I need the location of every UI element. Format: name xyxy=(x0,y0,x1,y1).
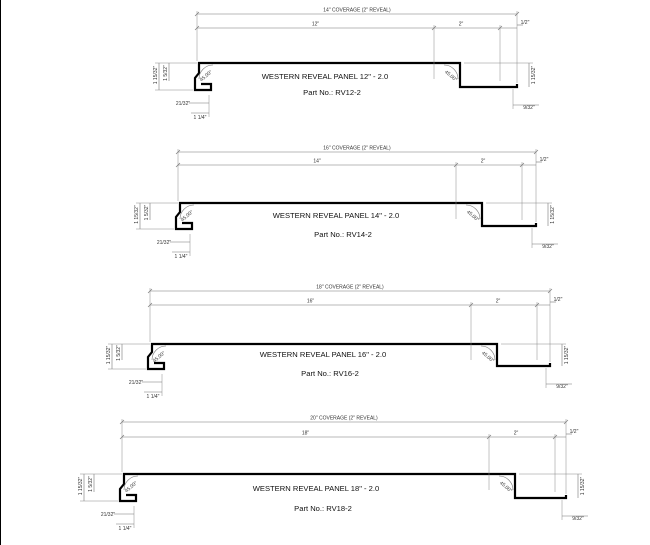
panel-title: WESTERN REVEAL PANEL 18" - 2.0 xyxy=(253,484,380,493)
width-label: 18" xyxy=(302,431,310,437)
part-number: Part No.: RV18-2 xyxy=(294,504,352,513)
angle-arc xyxy=(480,345,496,361)
height-outer-label-left: 1 15/32" xyxy=(106,346,112,365)
height-outer-label-right: 1 15/32" xyxy=(580,477,586,496)
bottom-hook-label: 1 1/4" xyxy=(147,394,160,400)
part-number: Part No.: RV14-2 xyxy=(314,230,372,239)
angle-arc xyxy=(498,475,514,491)
bottom-hook-label: 1 1/4" xyxy=(119,526,132,532)
height-inner-label-left: 1 5/32" xyxy=(144,204,150,220)
reveal-label: 2" xyxy=(496,299,501,305)
sheet-border xyxy=(0,0,1,545)
bottom-left-label: 21/32" xyxy=(129,380,144,386)
bottom-right-label: 9/32" xyxy=(523,105,535,111)
width-label: 14" xyxy=(313,159,321,165)
dimension-tick xyxy=(147,302,153,308)
coverage-label: 20" COVERAGE (2" REVEAL) xyxy=(310,416,378,422)
bottom-left-label: 21/32" xyxy=(176,101,191,107)
height-inner-label-left: 1 5/32" xyxy=(88,476,94,492)
panel-title: WESTERN REVEAL PANEL 16" - 2.0 xyxy=(260,350,387,359)
reveal-label: 2" xyxy=(459,22,464,28)
panel-drawing-2: 16" COVERAGE (2" REVEAL) 14" 2" 1/2" 1 15/32… xyxy=(134,146,558,260)
coverage-label: 18" COVERAGE (2" REVEAL) xyxy=(316,285,384,291)
panel-drawing-4: 20" COVERAGE (2" REVEAL) 18" 2" 1/2" 1 15/32… xyxy=(78,416,588,532)
panel-title: WESTERN REVEAL PANEL 14" - 2.0 xyxy=(273,211,400,220)
angle-arc xyxy=(198,64,214,80)
part-number: Part No.: RV12-2 xyxy=(303,88,361,97)
coverage-label: 16" COVERAGE (2" REVEAL) xyxy=(323,146,391,152)
reveal-label: 2" xyxy=(481,159,486,165)
dimension-tick xyxy=(194,25,200,31)
height-outer-label-left: 1 15/32" xyxy=(153,66,159,85)
angle-arc xyxy=(443,64,459,80)
height-outer-label-left: 1 15/32" xyxy=(78,477,84,496)
bottom-hook-label: 1 1/4" xyxy=(175,254,188,260)
coverage-label: 14" COVERAGE (2" REVEAL) xyxy=(323,8,391,14)
angle-arc xyxy=(465,204,481,220)
panel-profile xyxy=(174,201,538,231)
angle-arc xyxy=(179,204,195,220)
panel-profile xyxy=(193,61,519,92)
width-label: 16" xyxy=(307,299,315,305)
angle-arc xyxy=(151,345,167,361)
bottom-right-label: 9/32" xyxy=(572,516,584,522)
bottom-left-label: 21/32" xyxy=(157,240,172,246)
height-inner-label-left: 1 5/32" xyxy=(116,345,122,361)
panel-profile xyxy=(118,472,568,503)
height-outer-label-right: 1 15/32" xyxy=(564,346,570,365)
bottom-right-label: 9/32" xyxy=(556,384,568,390)
end-gap-label: 1/2" xyxy=(554,297,563,303)
panel-drawing-3: 18" COVERAGE (2" REVEAL) 16" 2" 1/2" 1 15/32… xyxy=(106,285,572,400)
panel-profile xyxy=(146,342,552,371)
end-gap-label: 1/2" xyxy=(540,157,549,163)
width-label: 12" xyxy=(312,22,320,28)
height-outer-label-left: 1 15/32" xyxy=(134,205,140,224)
angle-arc xyxy=(123,475,139,491)
height-outer-label-right: 1 15/32" xyxy=(531,66,537,85)
dimension-tick xyxy=(119,434,125,440)
dimension-tick xyxy=(175,162,181,168)
bottom-hook-label: 1 1/4" xyxy=(194,115,207,121)
panel-title: WESTERN REVEAL PANEL 12" - 2.0 xyxy=(262,72,389,81)
bottom-left-label: 21/32" xyxy=(101,512,116,518)
end-gap-label: 1/2" xyxy=(570,429,579,435)
reveal-label: 2" xyxy=(514,431,519,437)
bottom-right-label: 9/32" xyxy=(542,244,554,250)
height-inner-label-left: 1 5/32" xyxy=(163,65,169,81)
height-outer-label-right: 1 15/32" xyxy=(550,205,556,224)
part-number: Part No.: RV16-2 xyxy=(301,369,359,378)
end-gap-label: 1/2" xyxy=(521,20,530,26)
panel-drawing-1: 14" COVERAGE (2" REVEAL) 12" 2" 1/2" 1 15/32… xyxy=(153,8,539,121)
